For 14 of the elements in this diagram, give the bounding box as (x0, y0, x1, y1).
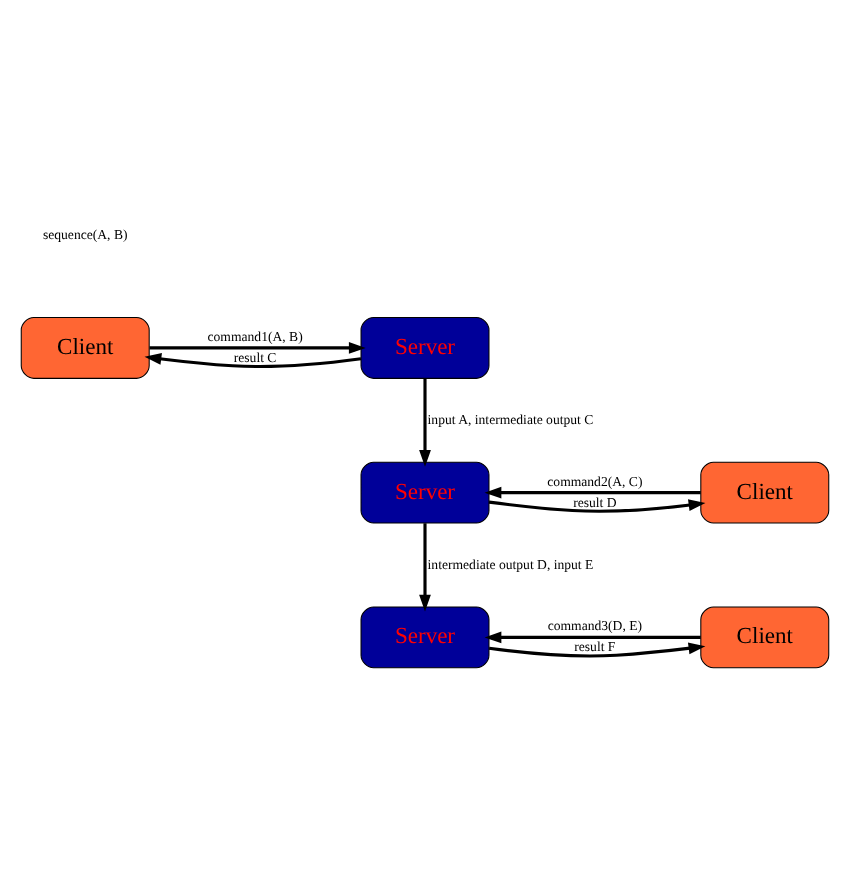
arrow (484, 485, 701, 498)
arrow (149, 341, 366, 353)
node-box: Client (700, 605, 830, 668)
arrow (484, 630, 701, 643)
node-box: Server (360, 605, 490, 668)
node-box: Client (20, 316, 150, 378)
node-box: Client (700, 460, 830, 523)
node-box: Server (360, 316, 490, 378)
arrow (419, 377, 431, 466)
node-box: Server (360, 460, 490, 523)
arrow (488, 641, 706, 657)
arrow (144, 352, 362, 368)
arrow (488, 498, 706, 512)
arrow (419, 522, 431, 611)
